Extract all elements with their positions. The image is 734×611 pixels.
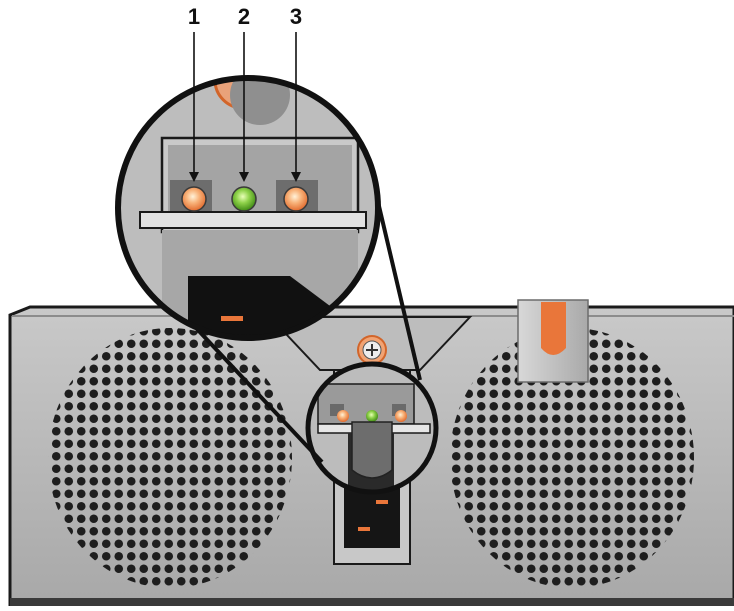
release-latch-icon[interactable]: [518, 300, 588, 382]
callout-label-3: 3: [290, 4, 302, 29]
small-led-1: [337, 410, 349, 422]
callout-label-1: 1: [188, 4, 200, 29]
callout-label-2: 2: [238, 4, 250, 29]
chassis-bottom-edge: [10, 598, 734, 606]
led-indicator-2: [232, 187, 256, 211]
small-led-2: [366, 410, 378, 422]
small-led-3: [395, 410, 407, 422]
thumbscrew-icon[interactable]: [358, 336, 386, 364]
led-indicator-3: [284, 187, 308, 211]
led-indicator-1: [182, 187, 206, 211]
